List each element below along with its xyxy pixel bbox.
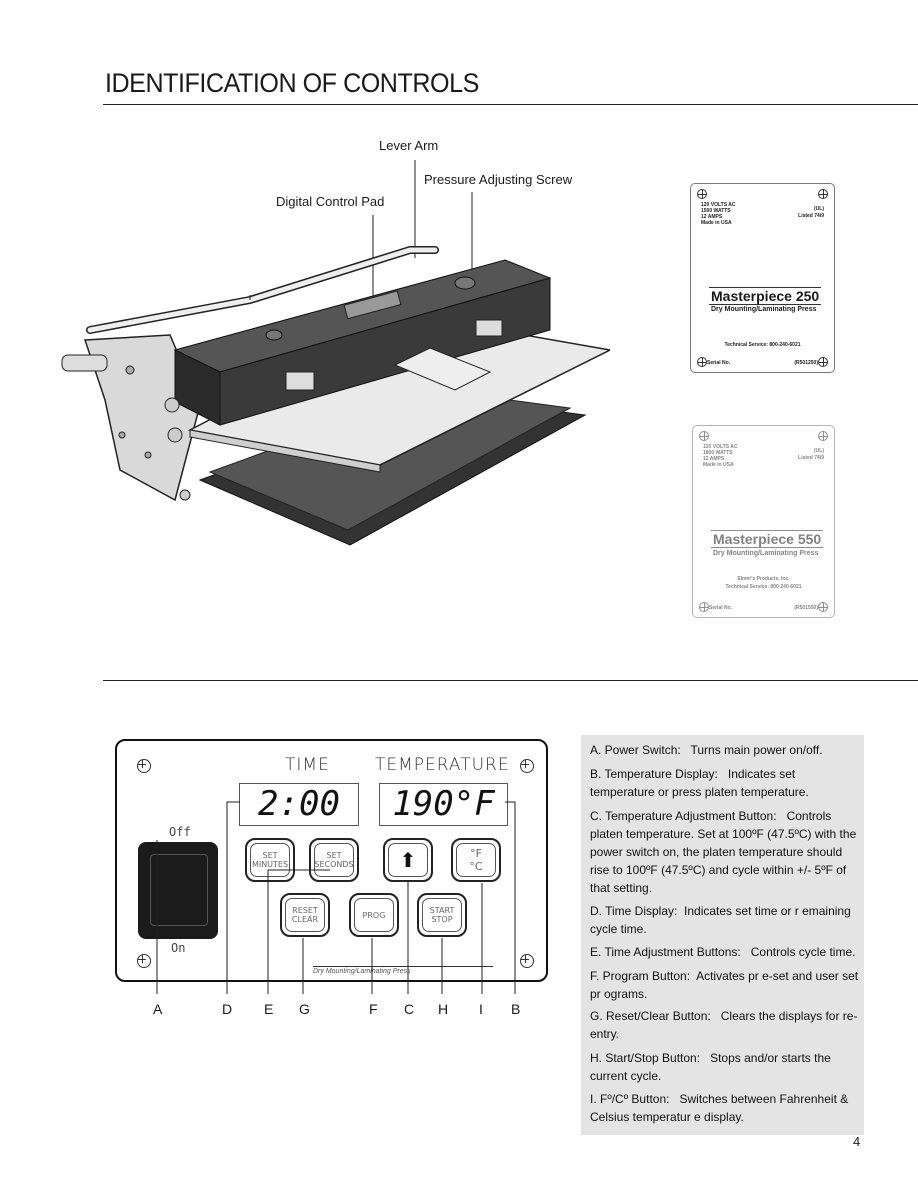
start-stop-button[interactable]: START STOP bbox=[417, 893, 467, 937]
up-arrow-icon: ⬆ bbox=[388, 843, 428, 877]
legend-item: C. Temperature Adjustment Button: Contro… bbox=[590, 809, 857, 895]
legend-item: H. Start/Stop Button: Stops and/or start… bbox=[590, 1051, 831, 1083]
screw-icon bbox=[818, 189, 828, 199]
page-number: 4 bbox=[853, 1134, 861, 1149]
set-seconds-button[interactable]: SET SECONDS bbox=[309, 838, 359, 882]
power-switch[interactable] bbox=[138, 842, 218, 939]
legend-item: E. Time Adjustment Buttons: Controls cyc… bbox=[590, 945, 856, 959]
label-spec: 120 VOLTS AC 1500 WATTS 12 AMPS Made in … bbox=[701, 202, 736, 226]
letter-h: H bbox=[438, 1001, 449, 1017]
part-number: (R501250) bbox=[794, 360, 818, 366]
model-name: Masterpiece 250 bbox=[709, 287, 822, 305]
section-rule bbox=[103, 680, 918, 681]
knob-1 bbox=[265, 329, 283, 341]
letter-i: I bbox=[479, 1001, 483, 1017]
part-number: (R501550) bbox=[794, 605, 818, 611]
callout-control-pad: Digital Control Pad bbox=[276, 194, 385, 209]
ul-listed-mark: (UL)Listed 74i9 bbox=[798, 448, 824, 461]
company-name: Elmer's Products, Inc. bbox=[737, 576, 790, 582]
reset-clear-button[interactable]: RESET CLEAR bbox=[280, 893, 330, 937]
on-label: On bbox=[171, 941, 186, 955]
label-spec: 120 VOLTS AC 1800 WATTS 12 AMPS Made in … bbox=[703, 444, 738, 468]
screw-icon bbox=[818, 357, 828, 367]
set-minutes-button[interactable]: SET MINUTES bbox=[245, 838, 295, 882]
serial-label: Serial No. bbox=[709, 605, 733, 611]
screw-icon bbox=[697, 357, 707, 367]
leader-d bbox=[226, 801, 240, 994]
letter-g: G bbox=[299, 1001, 310, 1017]
tech-service: Technical Service: 800-240-6021 bbox=[724, 342, 801, 348]
screw-icon bbox=[137, 954, 151, 968]
time-display: 2:00 bbox=[239, 783, 359, 826]
pressure-screw-knob bbox=[454, 276, 476, 290]
letter-f: F bbox=[369, 1001, 378, 1017]
temperature-up-button[interactable]: ⬆ bbox=[383, 838, 433, 882]
letter-d: D bbox=[222, 1001, 233, 1017]
legend-item: A. Power Switch: Turns main power on/off… bbox=[590, 743, 823, 757]
rating-label-550: 120 VOLTS AC 1800 WATTS 12 AMPS Made in … bbox=[692, 425, 835, 618]
rating-label-250: 120 VOLTS AC 1500 WATTS 12 AMPS Made in … bbox=[690, 183, 835, 373]
letter-c: C bbox=[404, 1001, 415, 1017]
screw-icon bbox=[699, 602, 709, 612]
legend-item: G. Reset/Clear Button: Clears the displa… bbox=[590, 1009, 858, 1041]
screw-icon bbox=[137, 759, 151, 773]
serial-label: Serial No. bbox=[707, 360, 731, 366]
control-pad-plate bbox=[343, 290, 402, 320]
callout-pressure-screw: Pressure Adjusting Screw bbox=[424, 172, 573, 187]
leader-e bbox=[267, 869, 330, 994]
legend-item: F. Program Button: Activates pr e-set an… bbox=[590, 969, 859, 1001]
press-illustration bbox=[61, 160, 610, 546]
screw-icon bbox=[697, 189, 707, 199]
screw-icon bbox=[818, 602, 828, 612]
ul-listed-mark: (UL)Listed 74i9 bbox=[798, 206, 824, 219]
callout-lever-arm: Lever Arm bbox=[379, 138, 439, 153]
prog-button[interactable]: PROG bbox=[349, 893, 399, 937]
leader-b bbox=[505, 801, 516, 994]
panel-leaders bbox=[156, 801, 516, 994]
screw-icon bbox=[699, 431, 709, 441]
side-arm bbox=[83, 334, 201, 502]
model-subtitle: Dry Mounting/Laminating Press bbox=[711, 306, 817, 313]
controls-legend: A. Power Switch: Turns main power on/off… bbox=[581, 735, 864, 1135]
f-c-toggle-button[interactable]: °F °C bbox=[451, 838, 501, 882]
legend-item: D. Time Display: Indicates set time or r… bbox=[590, 904, 851, 936]
letter-b: B bbox=[511, 1001, 521, 1017]
temperature-header: TEMPERATURE bbox=[375, 755, 510, 775]
letter-a: A bbox=[153, 1001, 163, 1017]
tech-service: Technical Service: 800-240-6021 bbox=[725, 584, 802, 590]
legend-item: B. Temperature Display: Indicates set te… bbox=[590, 767, 809, 799]
temperature-display: 190°F bbox=[379, 783, 508, 826]
model-name: Masterpiece 550 bbox=[711, 530, 824, 548]
top-rule bbox=[103, 104, 918, 105]
off-label: Off bbox=[169, 825, 191, 839]
time-header: TIME bbox=[285, 755, 330, 775]
page-title: IDENTIFICATION OF CONTROLS bbox=[105, 68, 479, 98]
legend-item: I. Fº/Cº Button: Switches between Fahren… bbox=[590, 1092, 849, 1124]
control-panel: TIME TEMPERATURE 2:00 190°F Off On SET M… bbox=[115, 739, 548, 982]
screw-icon bbox=[818, 431, 828, 441]
screw-icon bbox=[520, 759, 534, 773]
panel-footer: Dry Mounting/Laminating Press bbox=[313, 966, 493, 975]
letter-e: E bbox=[264, 1001, 274, 1017]
handle bbox=[61, 354, 108, 372]
model-subtitle: Dry Mounting/Laminating Press bbox=[713, 550, 819, 557]
screw-icon bbox=[520, 954, 534, 968]
